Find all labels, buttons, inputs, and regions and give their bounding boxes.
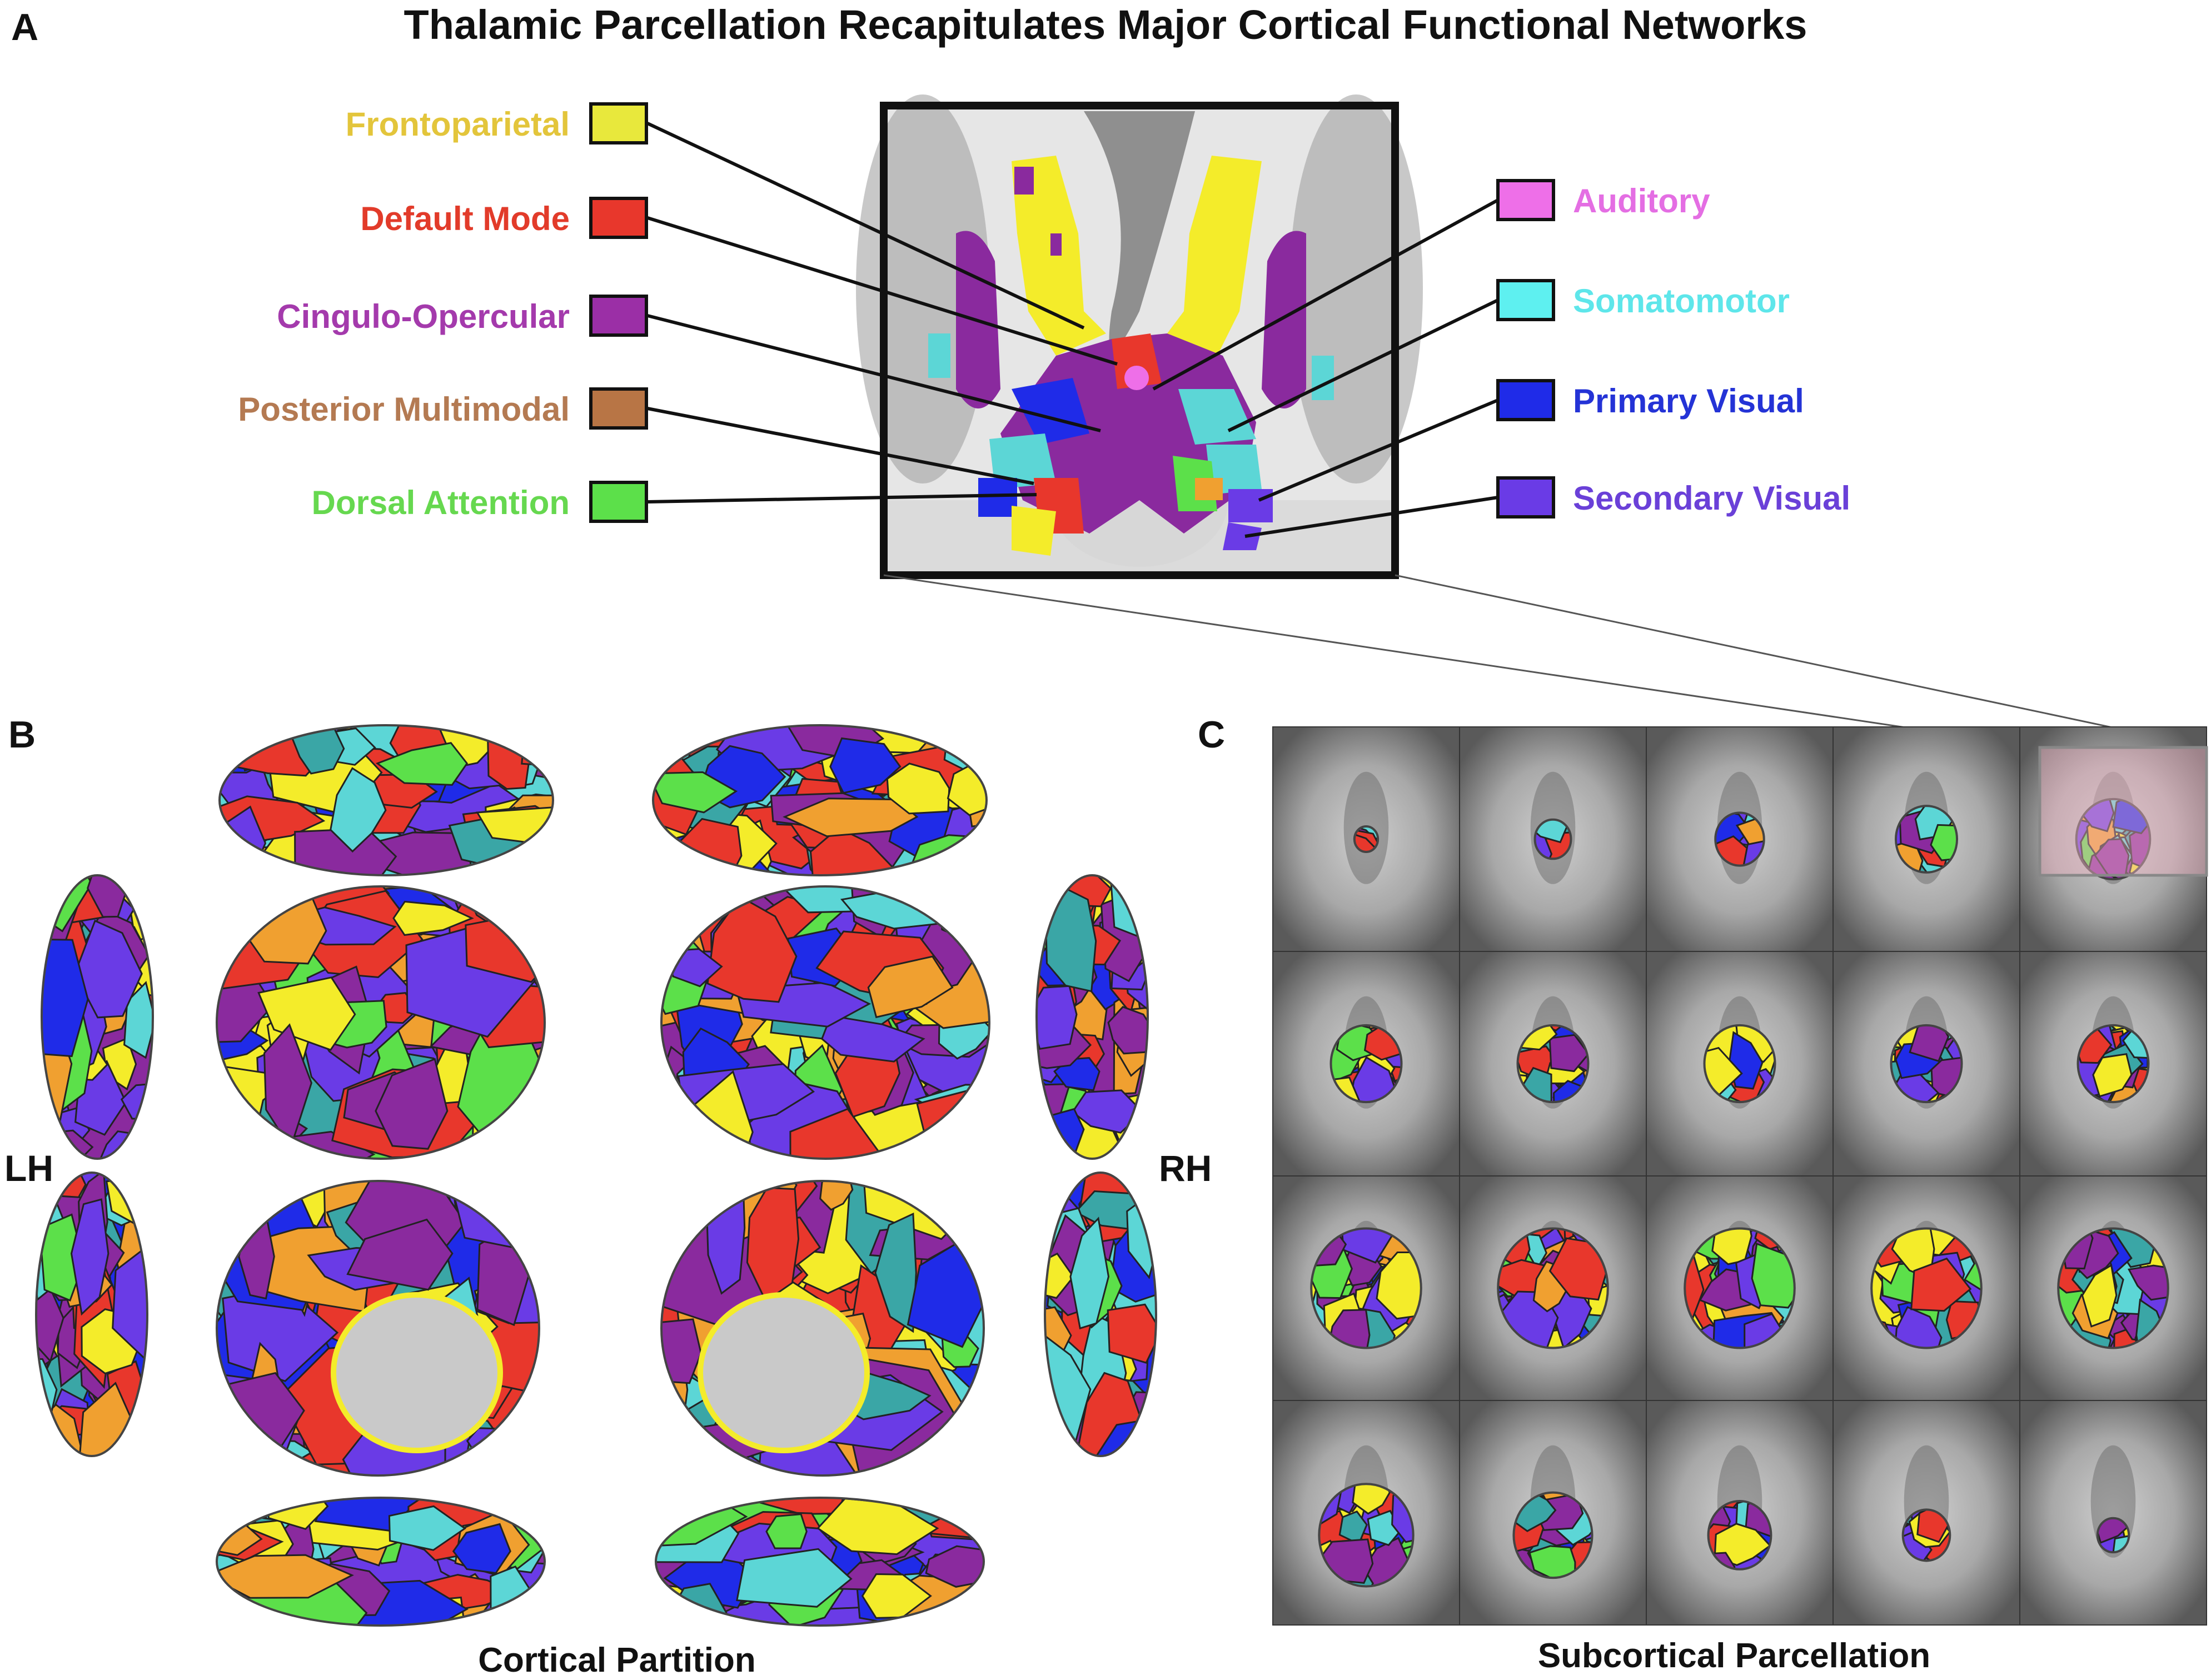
legend-swatch-4 bbox=[589, 481, 648, 523]
panel-label-a: A bbox=[11, 6, 38, 48]
legend-label-right-2: Primary Visual bbox=[1573, 382, 1804, 420]
legend-swatch-3 bbox=[589, 387, 648, 430]
thalamus-inset-frame bbox=[880, 102, 1399, 579]
caption-subcortical: Subcortical Parcellation bbox=[1538, 1637, 1930, 1675]
legend-label-1: Default Mode bbox=[360, 200, 570, 237]
legend-swatch-0 bbox=[589, 102, 648, 144]
legend-pointer-lines bbox=[646, 122, 1499, 538]
legend-swatch-2 bbox=[589, 295, 648, 337]
legend-label-4: Dorsal Attention bbox=[312, 484, 570, 521]
legend-label-2: Cingulo-Opercular bbox=[277, 298, 570, 335]
hemisphere-label-left: LH bbox=[4, 1148, 53, 1189]
subcortical-slice-grid bbox=[1272, 726, 2207, 1626]
legend-swatch-right-2 bbox=[1496, 379, 1555, 421]
hemisphere-label-right: RH bbox=[1159, 1148, 1212, 1189]
legend-swatch-right-1 bbox=[1496, 279, 1555, 321]
zoom-highlight-box bbox=[2038, 746, 2208, 877]
zoom-connector-lines bbox=[883, 574, 2207, 749]
caption-cortical: Cortical Partition bbox=[478, 1641, 756, 1679]
legend-label-3: Posterior Multimodal bbox=[238, 391, 570, 428]
panel-label-c: C bbox=[1198, 714, 1225, 756]
legend-label-0: Frontoparietal bbox=[346, 106, 570, 143]
cortical-surface-views bbox=[35, 724, 1157, 1627]
panel-label-b: B bbox=[8, 714, 36, 756]
legend-swatch-right-0 bbox=[1496, 179, 1555, 221]
legend-label-right-3: Secondary Visual bbox=[1573, 480, 1850, 517]
figure-title: Thalamic Parcellation Recapitulates Majo… bbox=[404, 2, 1807, 48]
legend-swatch-1 bbox=[589, 197, 648, 239]
legend-label-right-0: Auditory bbox=[1573, 182, 1710, 220]
thalamus-inset bbox=[856, 94, 1423, 575]
legend-label-right-1: Somatomotor bbox=[1573, 282, 1790, 320]
legend-swatch-right-3 bbox=[1496, 476, 1555, 519]
